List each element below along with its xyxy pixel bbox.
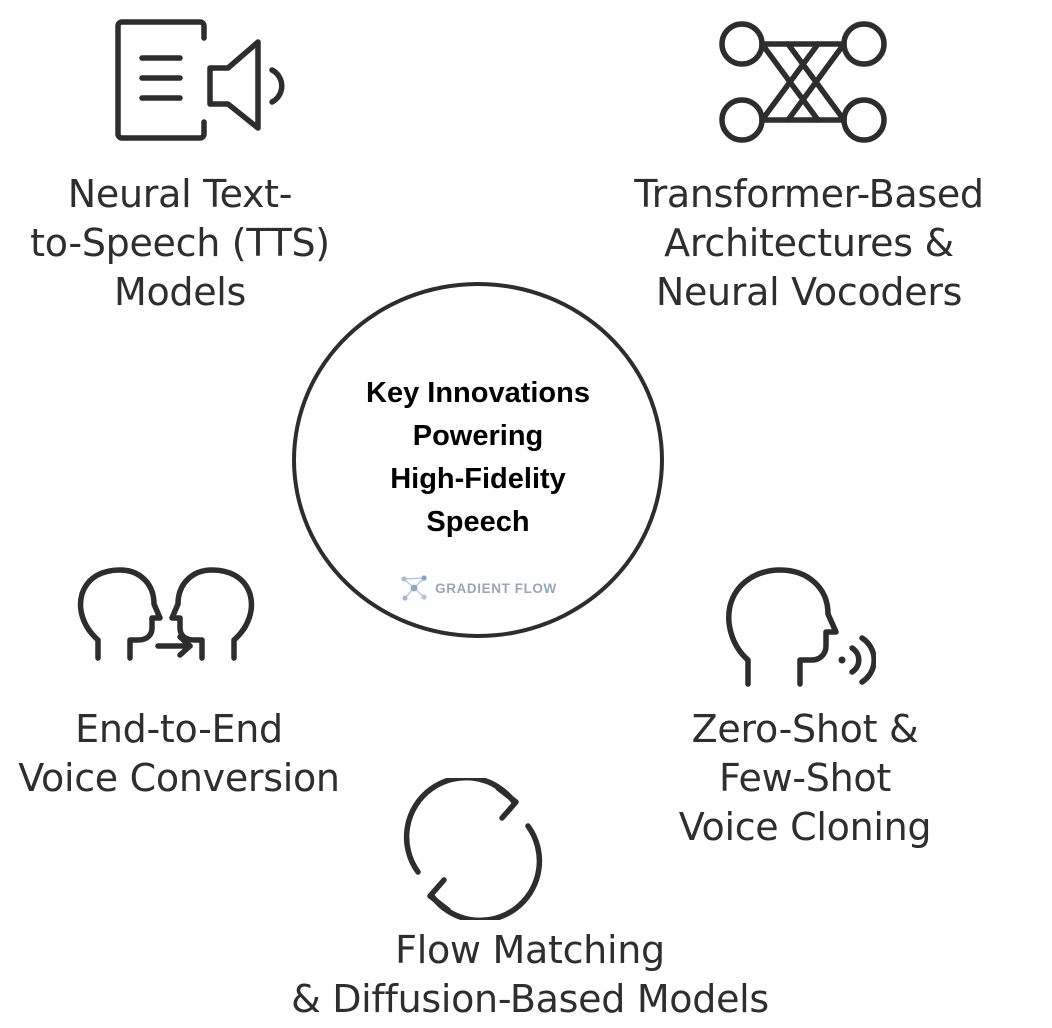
speaking-head-icon (724, 566, 876, 692)
gradient-flow-logo-icon (401, 575, 427, 601)
node-label-voice-conversion: End-to-End Voice Conversion (18, 707, 340, 800)
document-speaker-icon (108, 18, 294, 146)
brand-watermark: GRADIENT FLOW (296, 573, 660, 603)
cycle-arrows-icon (402, 778, 544, 920)
node-label-voice-cloning: Zero-Shot & Few-Shot Voice Cloning (678, 707, 932, 849)
network-graph-icon (714, 16, 892, 146)
hub-title: Key Innovations Powering High-Fidelity S… (366, 377, 590, 538)
node-label-neural-tts: Neural Text- to-Speech (TTS) Models (30, 172, 330, 314)
head-to-head-icon (76, 566, 272, 666)
node-label-transformer: Transformer-Based Architectures & Neural… (634, 172, 984, 314)
central-hub: Key Innovations Powering High-Fidelity S… (292, 282, 664, 638)
brand-text: GRADIENT FLOW (435, 580, 557, 596)
node-label-flow-matching: Flow Matching & Diffusion-Based Models (291, 928, 769, 1021)
